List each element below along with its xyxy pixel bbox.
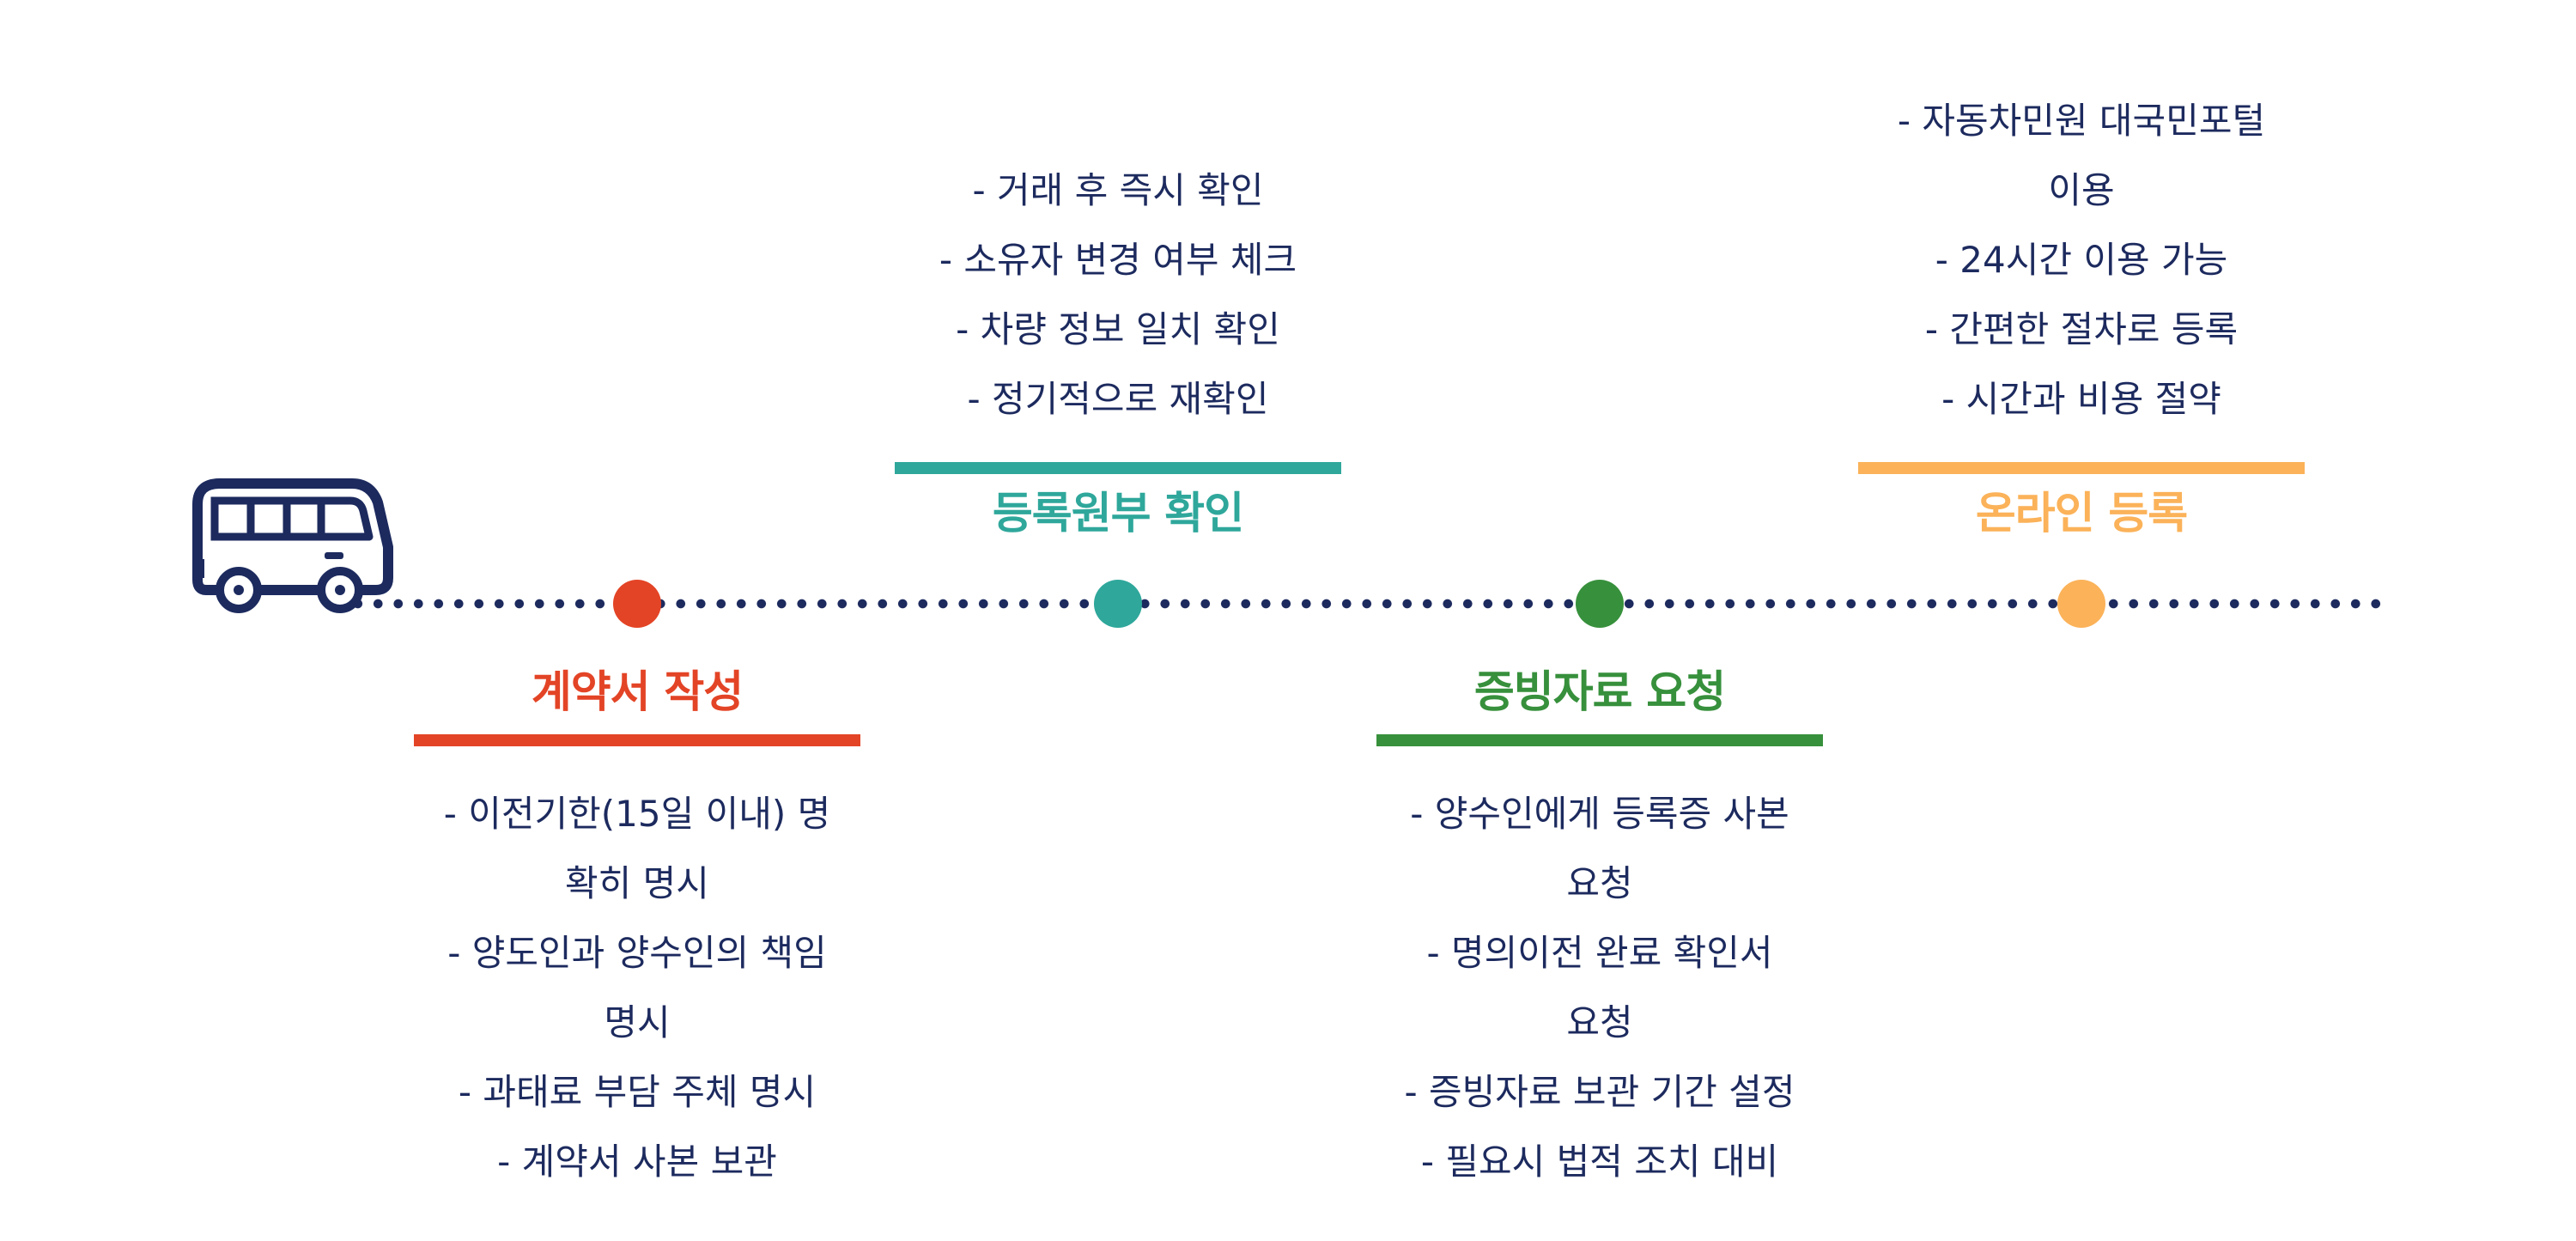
step-1-description: - 이전기한(15일 이내) 명 확히 명시 - 양도인과 양수인의 책임 명시… xyxy=(380,779,895,1196)
step-4-line: 이용 xyxy=(2048,169,2115,211)
step-1-line: - 양도인과 양수인의 책임 xyxy=(447,932,827,974)
step-4-line: - 간편한 절차로 등록 xyxy=(1924,308,2239,350)
step-2-node xyxy=(1094,580,1142,628)
step-4-title: 온라인 등록 xyxy=(1975,489,2188,539)
step-1-line: - 이전기한(15일 이내) 명 xyxy=(443,793,831,835)
step-3-line: 요청 xyxy=(1566,862,1633,904)
step-4-line: - 24시간 이용 가능 xyxy=(1935,239,2228,281)
step-2-line: - 정기적으로 재확인 xyxy=(967,378,1269,420)
step-1-title: 계약서 작성 xyxy=(531,667,744,718)
step-1-node xyxy=(613,580,661,628)
step-3-title: 증빙자료 요청 xyxy=(1473,667,1726,718)
step-4-header: 온라인 등록 xyxy=(1858,462,2305,544)
step-1-line: - 과태료 부담 주체 명시 xyxy=(458,1071,817,1113)
step-1-line: 확히 명시 xyxy=(565,862,709,904)
step-4-line: - 자동차민원 대국민포털 xyxy=(1897,100,2266,142)
step-2-line: - 거래 후 즉시 확인 xyxy=(972,169,1264,211)
step-1-bar xyxy=(414,734,860,746)
step-3-line: - 명의이전 완료 확인서 xyxy=(1426,932,1773,974)
step-1-line: - 계약서 사본 보관 xyxy=(497,1141,777,1183)
step-2-title: 등록원부 확인 xyxy=(992,489,1244,539)
step-2-line: - 차량 정보 일치 확인 xyxy=(956,308,1280,350)
timeline-dotted-line xyxy=(348,599,2383,609)
step-3-line: - 양수인에게 등록증 사본 xyxy=(1410,793,1789,835)
step-2-description: - 거래 후 즉시 확인 - 소유자 변경 여부 체크 - 차량 정보 일치 확… xyxy=(860,155,1376,434)
step-3-header: 증빙자료 요청 xyxy=(1376,663,1823,746)
step-3-line: - 증빙자료 보관 기간 설정 xyxy=(1404,1071,1795,1113)
bus-icon xyxy=(192,478,393,613)
step-2-bar xyxy=(895,462,1341,474)
step-4-description: - 자동차민원 대국민포털 이용 - 24시간 이용 가능 - 간편한 절차로 … xyxy=(1824,86,2339,434)
step-3-description: - 양수인에게 등록증 사본 요청 - 명의이전 완료 확인서 요청 - 증빙자… xyxy=(1342,779,1857,1196)
step-3-line: - 필요시 법적 조치 대비 xyxy=(1420,1141,1779,1183)
step-3-bar xyxy=(1376,734,1823,746)
step-4-bar xyxy=(1858,462,2305,474)
step-3-line: 요청 xyxy=(1566,1001,1633,1043)
step-4-line: - 시간과 비용 절약 xyxy=(1941,378,2221,420)
step-3-node xyxy=(1576,580,1624,628)
step-2-line: - 소유자 변경 여부 체크 xyxy=(939,239,1297,281)
step-2-header: 등록원부 확인 xyxy=(895,462,1341,544)
step-4-node xyxy=(2057,580,2105,628)
step-1-header: 계약서 작성 xyxy=(414,663,860,746)
step-1-line: 명시 xyxy=(604,1001,671,1043)
